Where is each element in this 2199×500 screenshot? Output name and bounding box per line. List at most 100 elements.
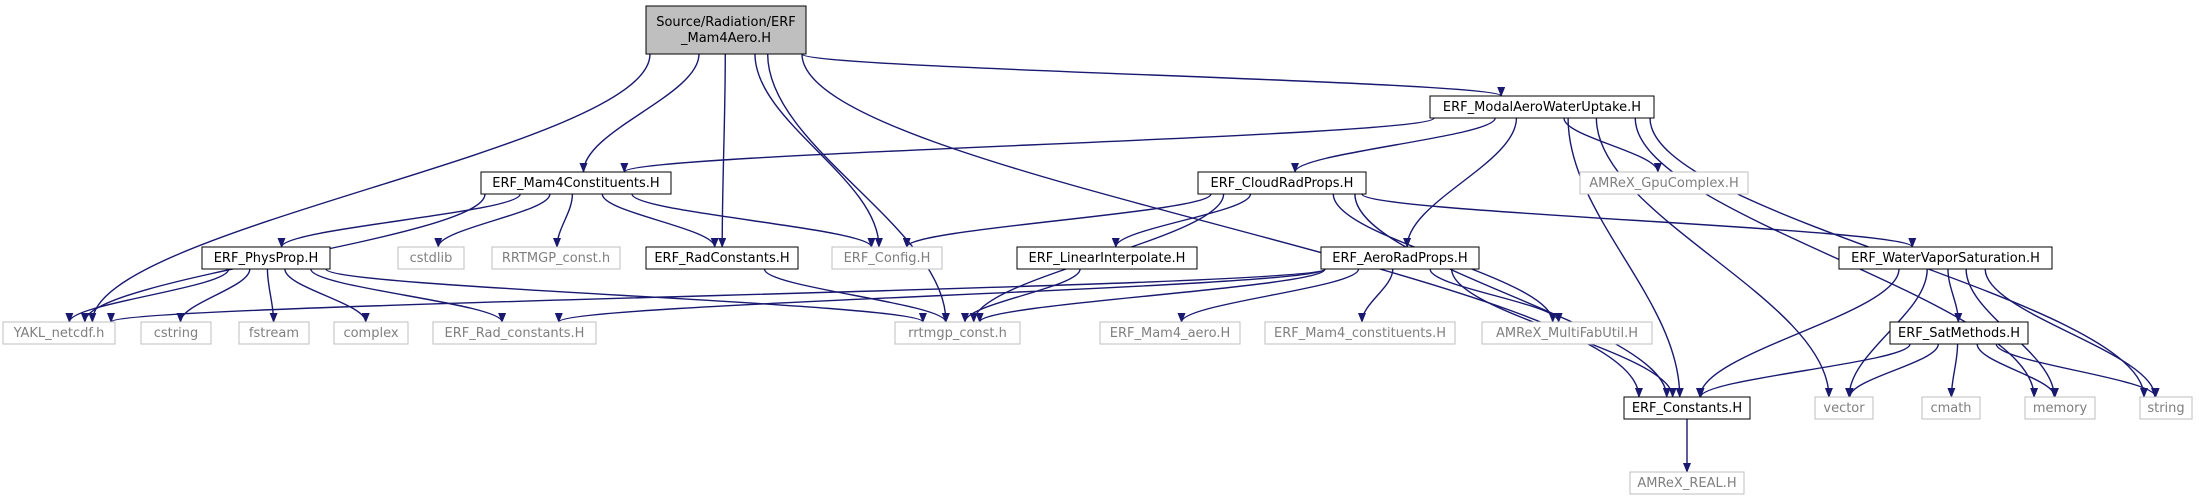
node-label: ERF_RadConstants.H [654,251,789,266]
node-box [1264,321,1456,345]
node-label: _Mam4Aero.H [680,31,771,46]
node-satmethods[interactable]: ERF_SatMethods.H [1889,321,2029,345]
edge-cloudrad-to-config [902,193,1212,248]
edge-physprop-to-complex [284,268,370,323]
node-wvsat[interactable]: ERF_WaterVaporSaturation.H [1838,246,2053,270]
node-box [2139,396,2193,420]
node-label: RRTMGP_const.h [502,251,610,266]
edge-aerorad-to-radconstlow [555,268,1326,323]
edge-physprop-to-yakl [65,268,230,323]
node-label: ERF_Config.H [844,251,931,266]
node-gpucomplex: AMReX_GpuComplex.H [1579,171,1749,195]
node-string: string [2139,396,2193,420]
edge-satmethods-to-constants [1696,343,1911,398]
edge-wvsat-to-string [1984,268,2159,398]
node-label: AMReX_REAL.H [1637,476,1736,491]
node-box [397,246,465,270]
edge-mam4aero-to-yakl [88,53,651,323]
edge-mam4aero-to-modalaero [801,53,1505,97]
node-cloudrad[interactable]: ERF_CloudRadProps.H [1197,171,1367,195]
node-mam4const[interactable]: ERF_Mam4Constituents.H [480,171,672,195]
edge-aerorad-to-yakl [107,268,1326,323]
edge-physprop-to-fstream [266,268,278,323]
node-box [831,246,943,270]
node-label: ERF_AeroRadProps.H [1332,251,1467,266]
edge-modalaero-to-memory [1634,117,2039,398]
node-box [2024,396,2096,420]
node-label: complex [343,326,398,341]
edge-mam4aero-to-radconst [718,53,727,248]
node-label: ERF_ModalAeroWaterUptake.H [1443,100,1641,115]
node-label: ERF_LinearInterpolate.H [1029,251,1186,266]
edge-mam4aero-to-config [754,53,883,248]
node-label: YAKL_netcdf.h [13,326,105,341]
edge-mam4const-to-physprop [277,193,521,248]
edge-mam4const-to-rrtmgpcaps [553,193,574,248]
node-label: string [2147,401,2184,416]
edge-wvsat-to-constants [1695,268,1900,398]
node-label: cstdlib [410,251,453,266]
edges-layer [65,53,2160,473]
node-box [333,321,409,345]
node-constants[interactable]: ERF_Constants.H [1623,396,1751,420]
node-label: rrtmgp_const.h [908,326,1007,341]
edge-cloudrad-to-wvsat [1361,193,1917,248]
edge-radconst-to-rrtmgp [763,268,950,323]
node-label: ERF_Mam4_aero.H [1110,326,1231,341]
node-label: Source/Radiation/ERF [656,15,796,30]
edge-satmethods-to-memory [1976,343,2059,398]
node-label: ERF_Mam4_constituents.H [1274,326,1446,341]
edge-mam4const-to-radconst [601,193,719,248]
node-label: ERF_Constants.H [1632,401,1742,416]
node-physprop[interactable]: ERF_PhysProp.H [201,246,331,270]
node-box [1629,471,1745,495]
node-cstring: cstring [140,321,212,345]
node-mam4constlow: ERF_Mam4_constituents.H [1264,321,1456,345]
node-label: ERF_SatMethods.H [1898,326,2020,341]
node-label: AMReX_MultiFabUtil.H [1496,326,1638,341]
edge-physprop-to-cstring [176,268,251,323]
edge-aerorad-to-mam4constlow [1358,268,1394,323]
node-radconst[interactable]: ERF_RadConstants.H [645,246,799,270]
node-box [1320,246,1480,270]
node-box [238,321,310,345]
node-box [2,321,116,345]
node-label: fstream [249,326,299,341]
edge-mam4aero-to-rrtmgp [766,53,950,323]
node-label: ERF_WaterVaporSaturation.H [1851,251,2040,266]
node-modalaero[interactable]: ERF_ModalAeroWaterUptake.H [1429,95,1655,119]
node-box [1838,246,2053,270]
edge-wvsat-to-satmethods [1947,268,1963,323]
node-aerorad[interactable]: ERF_AeroRadProps.H [1320,246,1480,270]
node-cmath: cmath [1921,396,1981,420]
edge-satmethods-to-string [1995,343,2160,398]
node-yakl: YAKL_netcdf.h [2,321,116,345]
node-label: ERF_CloudRadProps.H [1211,176,1354,191]
node-radconstlow: ERF_Rad_constants.H [432,321,597,345]
edge-cloudrad-to-constants [1354,193,1671,398]
node-box [1481,321,1653,345]
edge-satmethods-to-vector [1845,343,1939,398]
edge-cloudrad-to-linint [1111,193,1252,248]
node-box [1814,396,1874,420]
node-box [894,321,1021,345]
node-label: memory [2033,401,2088,416]
node-box [201,246,331,270]
edge-modalaero-to-vector [1595,117,1833,398]
edge-aerorad-to-mam4aeroh [1177,268,1360,323]
node-label: cmath [1930,401,1971,416]
node-complex: complex [333,321,409,345]
node-rrtmgp: rrtmgp_const.h [894,321,1021,345]
node-box [1623,396,1751,420]
node-box [645,5,807,55]
node-linint[interactable]: ERF_LinearInterpolate.H [1016,246,1198,270]
node-multifab: AMReX_MultiFabUtil.H [1481,321,1653,345]
edge-modalaero-to-aerorad [1403,117,1518,248]
node-box [645,246,799,270]
edge-modalaero-to-cloudrad [1291,117,1496,173]
node-label: ERF_Mam4Constituents.H [492,176,659,191]
node-mam4aeroh: ERF_Mam4_aero.H [1099,321,1241,345]
node-cstdlib: cstdlib [397,246,465,270]
node-mam4aero[interactable]: Source/Radiation/ERF_Mam4Aero.H [645,5,807,55]
